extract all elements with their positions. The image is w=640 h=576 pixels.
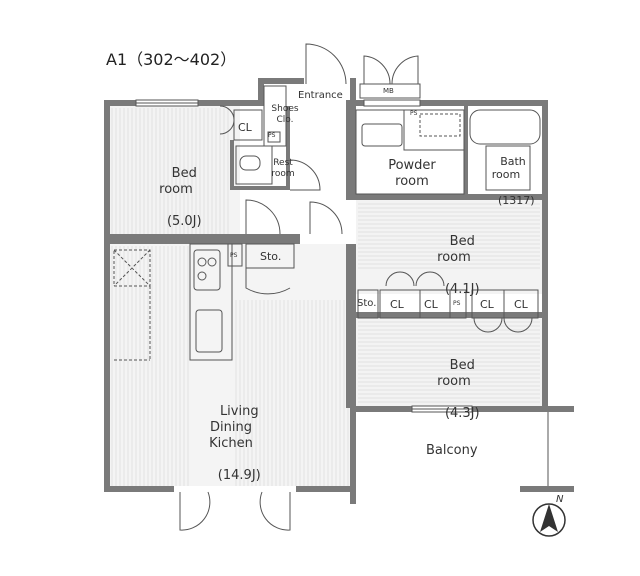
unit-title: A1（302〜402） <box>106 50 237 69</box>
room-name: Living Dining Kichen <box>209 404 259 451</box>
ps-label-3: PS <box>230 252 238 259</box>
room-name: Bath room <box>491 155 526 181</box>
bedroom-east-lower-floor <box>356 318 542 408</box>
room-size: (4.3J) <box>444 406 480 421</box>
sto-label-1: Sto. <box>260 250 282 263</box>
entrance-label: Entrance <box>298 90 343 101</box>
compass <box>532 503 566 537</box>
mb-label: MB <box>383 87 394 95</box>
sto-label-2: Sto. <box>357 298 377 309</box>
ps-label-1: PS <box>268 132 276 139</box>
powder-label: Powder room <box>388 158 436 189</box>
cl-label-4: CL <box>514 298 528 311</box>
cl-label-2: CL <box>424 298 438 311</box>
shoes-label: Shoes Clo. <box>271 104 299 125</box>
ldk-label: Living Dining Kichen (14.9J) <box>196 388 266 500</box>
cl-label-1: CL <box>390 298 404 311</box>
room-size: (14.9J) <box>217 468 261 483</box>
balcony-floor <box>352 412 548 488</box>
balcony-label: Balcony <box>426 443 478 458</box>
doors <box>179 43 533 531</box>
windows <box>135 99 473 413</box>
floor-pattern <box>111 108 540 486</box>
room-size: (1317) <box>498 194 535 207</box>
bedroom-west-label: Bed room (5.0J) <box>146 150 206 246</box>
bedroom-east-upper-label: Bed room (4.1J) <box>424 218 484 314</box>
interior-walls <box>110 100 542 408</box>
room-name: Bed room <box>437 234 475 265</box>
cl-label-entry: CL <box>238 121 252 134</box>
room-name: Bed room <box>437 358 475 389</box>
bedroom-east-lower-label: Bed room (4.3J) <box>424 342 484 438</box>
ps-label-2: PS <box>410 110 418 117</box>
bath-label: Bath room (1317) <box>484 142 535 220</box>
room-name: Bed room <box>159 166 197 197</box>
room-size: (5.0J) <box>166 214 202 229</box>
rest-label: Rest room <box>271 158 295 179</box>
ps-label-4: PS <box>453 300 461 307</box>
compass-letter: N <box>556 494 564 505</box>
room-size: (4.1J) <box>444 282 480 297</box>
cl-label-3: CL <box>480 298 494 311</box>
fixtures <box>113 83 541 361</box>
